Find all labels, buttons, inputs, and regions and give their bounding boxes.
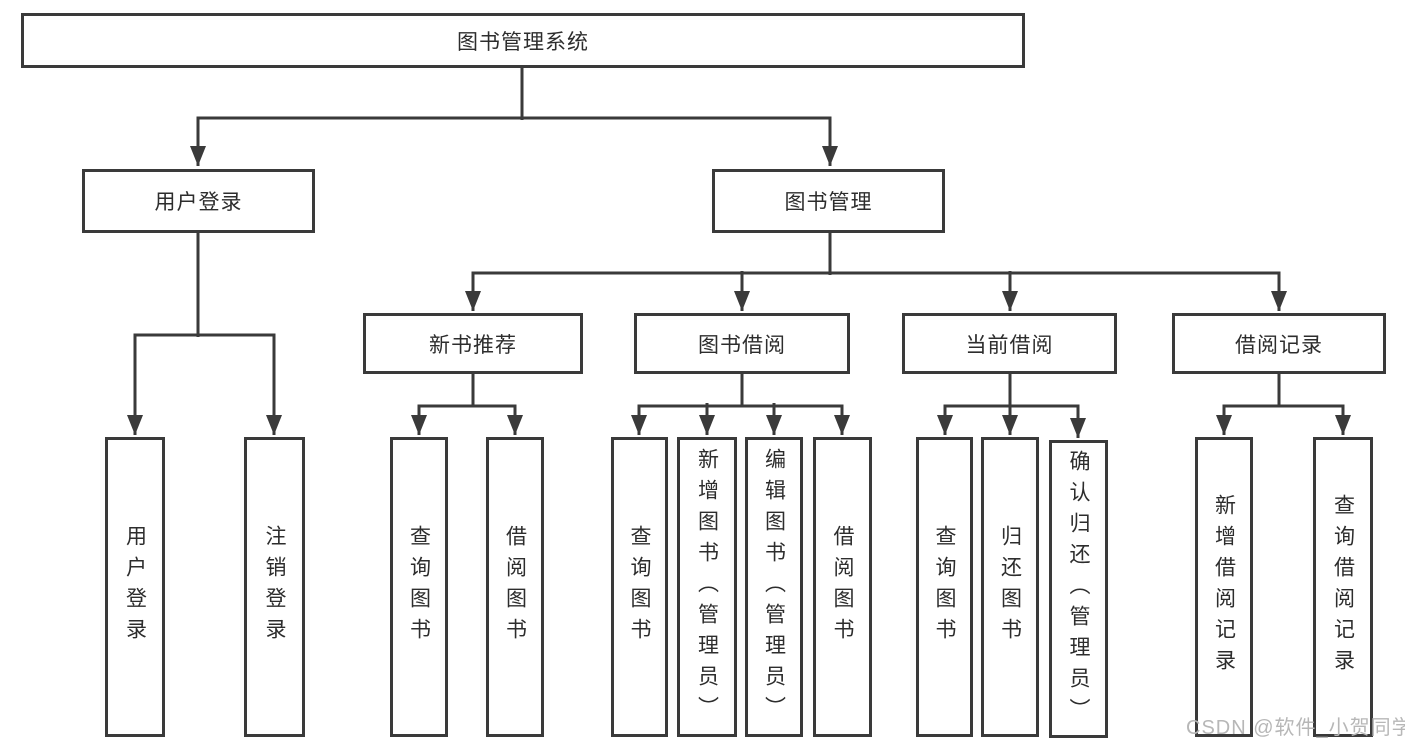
leaf-logout-label: 注销登录	[263, 525, 286, 649]
leaf-query-books-current-label: 查询图书	[933, 525, 956, 649]
leaf-query-books-borrowing-label: 查询图书	[628, 525, 651, 649]
node-current-borrowing: 当前借阅	[902, 313, 1117, 374]
leaf-user-login-label: 用户登录	[123, 525, 147, 649]
leaf-query-books-current: 查询图书	[916, 437, 973, 737]
leaf-query-borrow-record: 查询借阅记录	[1313, 437, 1373, 737]
leaf-confirm-return-admin: 确认归还（管理员）	[1049, 440, 1108, 738]
leaf-add-borrow-record-label: 新增借阅记录	[1212, 494, 1236, 680]
node-borrowing-records: 借阅记录	[1172, 313, 1386, 374]
edge-userlogin-bracket	[127, 333, 282, 435]
leaf-borrow-books-borrowing-label: 借阅图书	[831, 525, 854, 649]
edge-level2-bracket	[465, 271, 1287, 311]
leaf-borrow-books-recommend: 借阅图书	[486, 437, 544, 737]
leaf-confirm-return-admin-label: 确认归还（管理员）	[1067, 449, 1090, 729]
node-user-login-branch: 用户登录	[82, 169, 315, 233]
leaf-borrow-books-borrowing: 借阅图书	[813, 437, 872, 737]
edge-bookborrow-bracket	[631, 404, 850, 435]
leaf-add-borrow-record: 新增借阅记录	[1195, 437, 1253, 737]
leaf-query-books-recommend: 查询图书	[390, 437, 448, 737]
node-new-book-recommend: 新书推荐	[363, 313, 583, 374]
node-root: 图书管理系统	[21, 13, 1025, 68]
leaf-query-books-borrowing: 查询图书	[611, 437, 668, 737]
leaf-query-books-recommend-label: 查询图书	[407, 525, 431, 649]
leaf-query-borrow-record-label: 查询借阅记录	[1331, 494, 1355, 680]
edge-records-bracket	[1216, 404, 1351, 435]
node-book-management: 图书管理	[712, 169, 945, 233]
csdn-watermark: CSDN @软件_小贺同学	[1186, 717, 1405, 739]
edge-newbook-bracket	[411, 404, 523, 435]
leaf-user-login: 用户登录	[105, 437, 165, 737]
leaf-return-book-label: 归还图书	[998, 525, 1022, 649]
edge-currentborrow-bracket	[937, 404, 1086, 438]
node-book-borrowing: 图书借阅	[634, 313, 850, 374]
leaf-return-book: 归还图书	[981, 437, 1039, 737]
leaf-add-book-admin: 新增图书（管理员）	[677, 437, 737, 737]
leaf-borrow-books-recommend-label: 借阅图书	[503, 525, 527, 649]
leaf-logout: 注销登录	[244, 437, 305, 737]
leaf-add-book-admin-label: 新增图书（管理员）	[695, 447, 719, 727]
leaf-edit-book-admin-label: 编辑图书（管理员）	[762, 447, 786, 727]
edge-level1-bracket	[190, 116, 838, 166]
leaf-edit-book-admin: 编辑图书（管理员）	[745, 437, 803, 737]
